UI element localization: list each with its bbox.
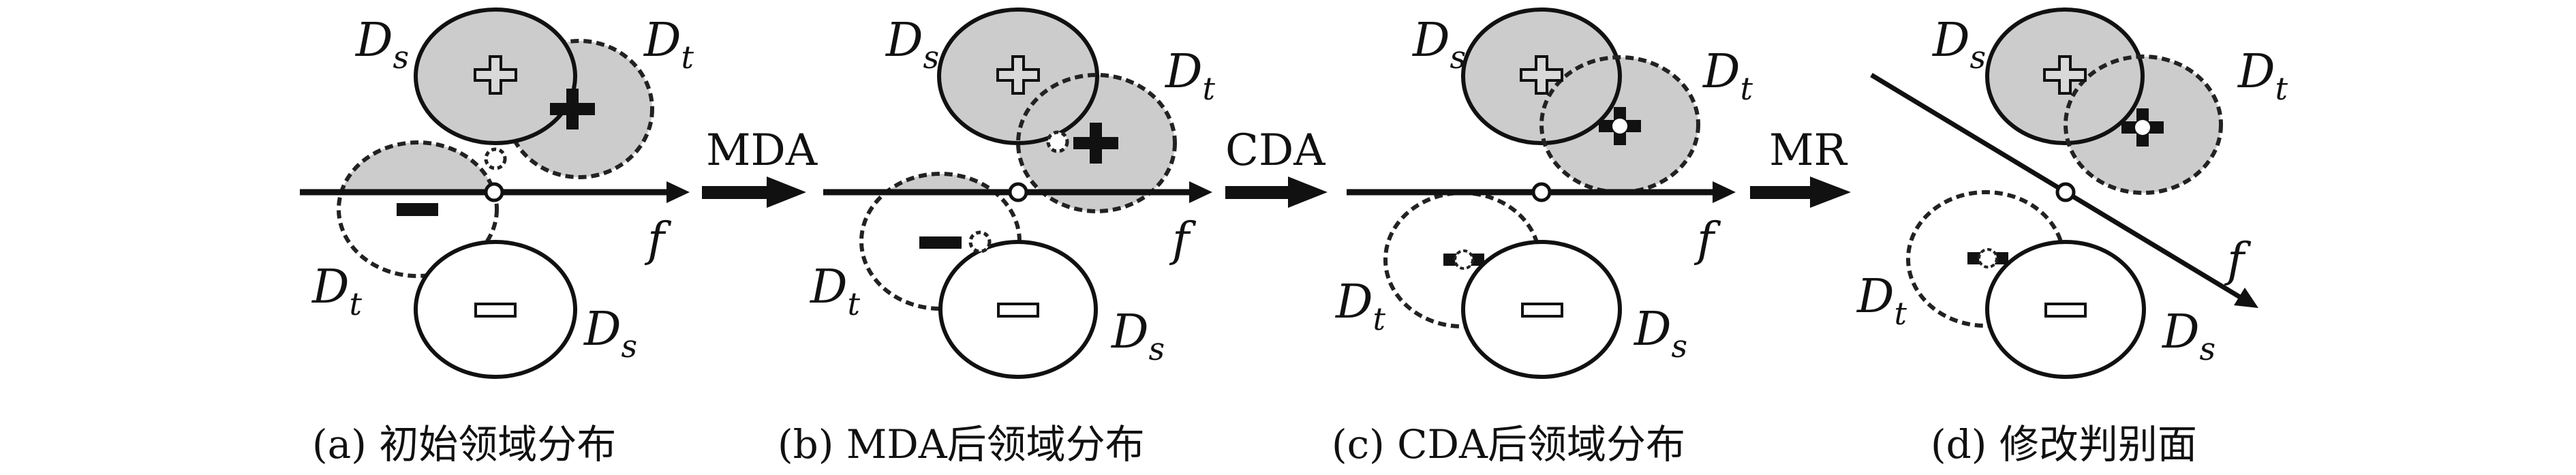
transition-mda: MDA bbox=[702, 125, 818, 208]
decision-point bbox=[1008, 182, 1028, 202]
target-positive-marker bbox=[550, 89, 595, 129]
transition-arrow-shaft bbox=[1225, 186, 1291, 199]
target-positive-marker bbox=[1073, 123, 1118, 164]
label-target-negative: Dt bbox=[1856, 270, 1907, 332]
classifier-arrowhead bbox=[1713, 181, 1736, 203]
target-negative-marker bbox=[397, 203, 438, 216]
target-positive-region bbox=[1016, 73, 1177, 213]
unlabeled-sample-marker bbox=[1046, 130, 1069, 153]
label-source-positive: Ds bbox=[1931, 14, 1986, 76]
aligned-target-positive-marker bbox=[1599, 107, 1641, 145]
target-negative-region-fill bbox=[341, 142, 495, 192]
transition-arrow-shaft bbox=[702, 186, 770, 199]
transition-arrow-shaft bbox=[1750, 186, 1813, 199]
label-source-negative: Ds bbox=[1633, 303, 1687, 365]
aligned-target-negative-marker bbox=[1967, 248, 2008, 269]
caption-c: (c) CDA后领域分布 bbox=[1332, 421, 1685, 468]
decision-point bbox=[1531, 182, 1552, 202]
label-target-positive: Dt bbox=[2237, 45, 2288, 107]
unlabeled-sample-marker bbox=[484, 147, 507, 170]
label-classifier: f bbox=[1169, 213, 1197, 267]
transition-label: MR bbox=[1769, 125, 1848, 176]
source-negative-marker bbox=[997, 303, 1039, 318]
transition-label: CDA bbox=[1225, 125, 1325, 176]
target-positive-region bbox=[2064, 55, 2223, 195]
classifier-arrowhead bbox=[2234, 288, 2258, 308]
panel-d: Ds Dt Dt Ds f (d) 修改判别面 bbox=[1856, 7, 2288, 468]
panel-a: Ds Dt Dt Ds f (a) 初始领域分布 bbox=[300, 7, 694, 468]
target-negative-region bbox=[337, 140, 499, 278]
source-positive-marker bbox=[996, 55, 1040, 95]
label-classifier: f bbox=[644, 213, 672, 267]
panel-c: Ds Dt Dt Ds f (c) CDA后领域分布 bbox=[1332, 7, 1753, 468]
label-target-positive: Dt bbox=[643, 14, 694, 76]
caption-b: (b) MDA后领域分布 bbox=[778, 421, 1145, 468]
label-source-negative: Ds bbox=[583, 303, 637, 365]
source-negative-marker bbox=[1521, 303, 1563, 318]
classifier-arrowhead bbox=[666, 181, 690, 203]
source-positive-marker bbox=[474, 55, 517, 95]
transition-mr: MR bbox=[1750, 125, 1851, 208]
transition-cda: CDA bbox=[1225, 125, 1328, 208]
source-negative-marker bbox=[474, 303, 517, 318]
label-target-negative: Dt bbox=[311, 260, 363, 322]
label-source-positive: Ds bbox=[1411, 14, 1466, 76]
unlabeled-sample-marker bbox=[968, 230, 992, 254]
label-target-negative: Dt bbox=[1334, 275, 1386, 337]
source-positive-marker bbox=[2043, 55, 2087, 95]
label-source-positive: Ds bbox=[885, 14, 939, 76]
target-negative-marker bbox=[919, 236, 962, 249]
transition-label: MDA bbox=[706, 125, 818, 176]
source-negative-marker bbox=[2044, 303, 2087, 318]
panel-b: Ds Dt Dt Ds f (b) MDA后领域分布 bbox=[778, 7, 1216, 468]
label-target-positive: Dt bbox=[1164, 45, 1216, 107]
caption-a: (a) 初始领域分布 bbox=[312, 421, 616, 468]
transition-arrow-head bbox=[767, 177, 806, 208]
source-positive-marker bbox=[1520, 55, 1563, 95]
transition-arrow-head bbox=[1288, 177, 1328, 208]
label-target-negative: Dt bbox=[809, 260, 861, 322]
label-source-negative: Ds bbox=[1110, 305, 1165, 367]
transition-arrow-head bbox=[1810, 177, 1851, 208]
target-positive-region bbox=[1539, 55, 1700, 194]
label-classifier: f bbox=[2224, 234, 2252, 288]
decision-point bbox=[2055, 182, 2076, 202]
label-source-positive: Ds bbox=[354, 14, 409, 76]
decision-point bbox=[484, 182, 504, 202]
label-target-positive: Dt bbox=[1702, 45, 1753, 107]
classifier-arrowhead bbox=[1189, 181, 1212, 203]
label-classifier: f bbox=[1693, 213, 1721, 267]
caption-d: (d) 修改判别面 bbox=[1931, 421, 2197, 468]
aligned-target-negative-marker bbox=[1443, 249, 1484, 270]
aligned-target-positive-marker bbox=[2121, 108, 2164, 147]
label-source-negative: Ds bbox=[2161, 305, 2215, 367]
